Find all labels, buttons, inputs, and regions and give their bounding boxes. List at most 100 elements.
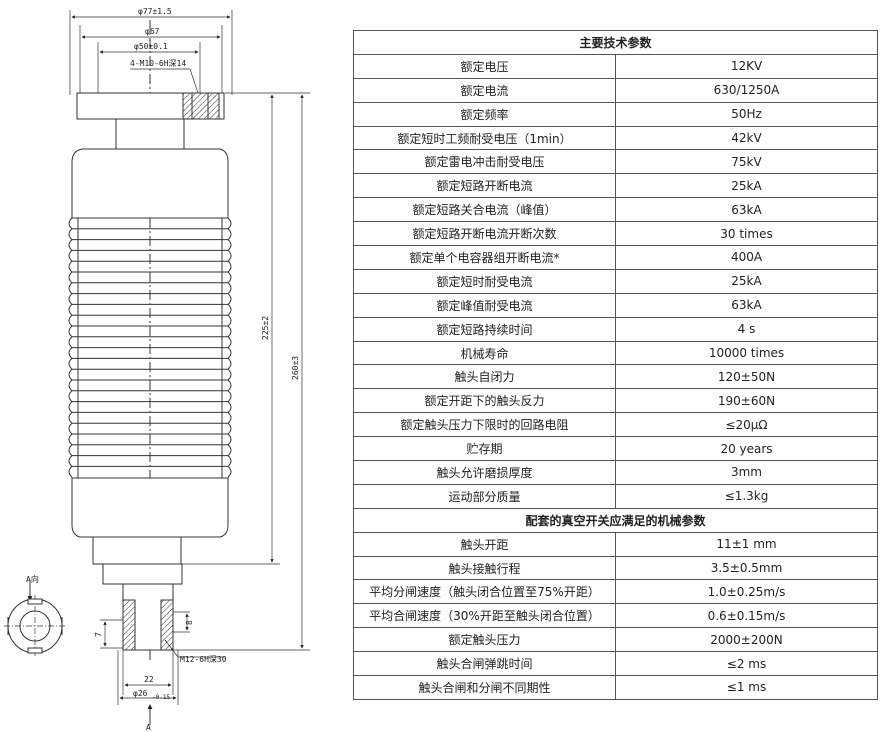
- param-value: 20 years: [615, 436, 878, 462]
- spec-row: 触头合闸弹跳时间≤2 ms: [353, 651, 878, 677]
- param-name: 触头允许磨损厚度: [353, 460, 616, 485]
- dim-side-7: 7: [94, 632, 103, 637]
- param-value: 120±50N: [615, 364, 878, 390]
- param-value: 190±60N: [615, 388, 878, 414]
- param-name: 额定雷电冲击耐受电压: [353, 149, 616, 175]
- shed-ring: [68, 293, 232, 305]
- shed-ring: [68, 401, 232, 413]
- param-name: 额定短路开断电流: [353, 173, 616, 199]
- shed-ring: [68, 314, 232, 327]
- lower-flange: [102, 563, 183, 585]
- spec-row: 额定触头压力下限时的回路电阻≤20μΩ: [353, 412, 878, 438]
- section-header-mechanical: 配套的真空开关应满足的机械参数: [353, 507, 878, 533]
- param-name: 额定频率: [353, 101, 616, 127]
- param-name: 平均合闸速度（30%开距至触头闭合位置）: [353, 603, 616, 629]
- param-value: 4 s: [615, 316, 878, 342]
- param-name: 贮存期: [353, 436, 616, 462]
- shed-ring: [68, 357, 232, 370]
- param-name: 额定电流: [353, 77, 616, 103]
- param-value: ≤20μΩ: [615, 412, 878, 438]
- rod-thread-hatch-right: [160, 599, 174, 651]
- spec-row: 额定短时工频耐受电压（1min）42kV: [353, 125, 878, 151]
- param-value: 1.0±0.25m/s: [615, 579, 878, 605]
- dim-threads: 4-M10-6H深14: [130, 59, 186, 68]
- param-name: 触头合闸和分闸不同期性: [353, 675, 616, 700]
- param-name: 额定单个电容器组开断电流*: [353, 245, 616, 270]
- param-value: ≤1 ms: [615, 675, 878, 700]
- shed-ring: [68, 444, 232, 456]
- param-value: 30 times: [615, 221, 878, 247]
- shed-ring: [68, 228, 232, 240]
- dim-thread-circle: φ50±0.1: [134, 42, 168, 51]
- section-title: 主要技术参数: [353, 30, 878, 55]
- dim-rod-thread: M12-6H深30: [180, 655, 227, 664]
- shed-ring: [68, 455, 232, 467]
- shed-ring: [68, 325, 232, 338]
- param-name: 触头开距: [353, 531, 616, 557]
- insulator-sheds: [68, 217, 232, 478]
- dim-flat-width: 22: [144, 675, 154, 684]
- interrupter-drawing: φ77±1.5 φ67 φ50±0.1 4-M10-6H深14 225±2 26…: [4, 7, 310, 732]
- param-name: 额定短时耐受电流: [353, 268, 616, 294]
- param-value: ≤2 ms: [615, 651, 878, 677]
- rod-thread-hatch-left: [122, 599, 136, 651]
- shed-ring: [68, 347, 232, 359]
- spec-row: 额定短路关合电流（峰值）63kA: [353, 197, 878, 223]
- dim-flange-diameter: φ67: [145, 27, 160, 36]
- param-value: 75kV: [615, 149, 878, 175]
- param-value: 42kV: [615, 125, 878, 151]
- shed-ring: [68, 411, 232, 424]
- param-name: 平均分闸速度（触头闭合位置至75%开距）: [353, 579, 616, 605]
- param-name: 额定短路持续时间: [353, 316, 616, 342]
- shed-ring: [68, 303, 232, 316]
- shed-ring: [68, 422, 232, 435]
- dim-height-total: 260±3: [291, 356, 300, 380]
- param-value: 0.6±0.15m/s: [615, 603, 878, 629]
- param-name: 额定短路关合电流（峰值）: [353, 197, 616, 223]
- param-name: 触头合闸弹跳时间: [353, 651, 616, 677]
- section-header-main: 主要技术参数: [353, 30, 878, 55]
- shed-ring: [68, 239, 232, 251]
- param-name: 额定开距下的触头反力: [353, 388, 616, 414]
- lower-insulator: [71, 477, 229, 538]
- lower-neck: [92, 536, 182, 565]
- param-name: 额定短路开断电流开断次数: [353, 221, 616, 247]
- param-value: ≤1.3kg: [615, 483, 878, 509]
- shed-ring: [68, 217, 232, 230]
- param-name: 额定短时工频耐受电压（1min）: [353, 125, 616, 151]
- param-value: 63kA: [615, 292, 878, 318]
- shed-ring: [68, 465, 232, 478]
- spec-row: 额定单个电容器组开断电流*400A: [353, 245, 878, 270]
- param-name: 机械寿命: [353, 340, 616, 366]
- param-value: 11±1 mm: [615, 531, 878, 557]
- top-thread-hatch: [182, 92, 220, 120]
- shed-ring: [68, 368, 232, 381]
- shed-ring: [68, 260, 232, 273]
- param-value: 2000±200N: [615, 627, 878, 653]
- shed-ring: [68, 433, 232, 446]
- param-value: 12KV: [615, 53, 878, 79]
- dim-side-8: 8: [185, 620, 194, 625]
- param-value: 25kA: [615, 268, 878, 294]
- dim-height-body: 225±2: [261, 316, 270, 340]
- section-title: 配套的真空开关应满足的机械参数: [353, 507, 878, 533]
- param-value: 63kA: [615, 197, 878, 223]
- param-name: 额定触头压力下限时的回路电阻: [353, 412, 616, 438]
- param-name: 触头自闭力: [353, 364, 616, 390]
